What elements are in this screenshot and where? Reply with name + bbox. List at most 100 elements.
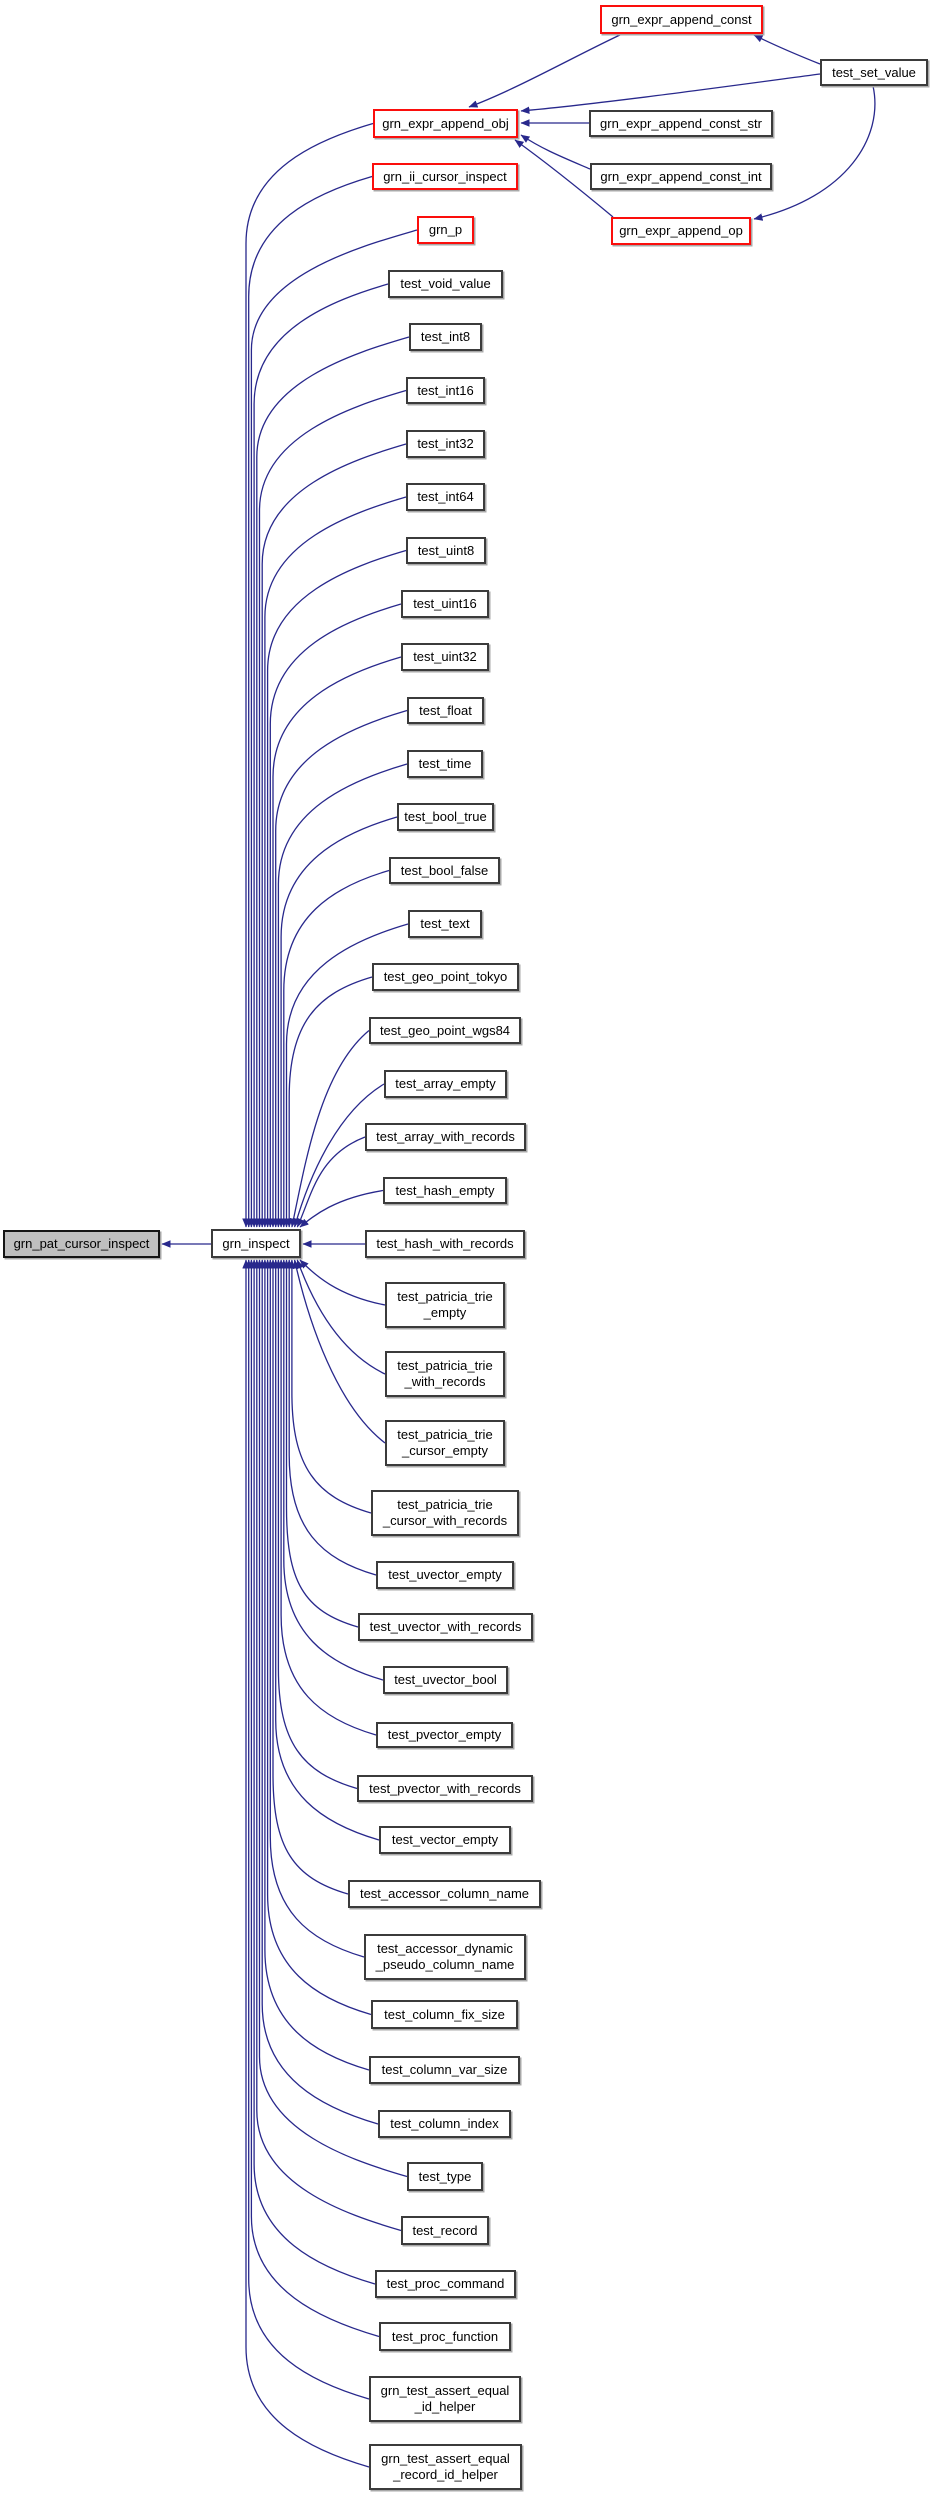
node-test_int64[interactable]: test_int64 — [406, 483, 485, 511]
node-grn_test_assert_equal_record_id_helper[interactable]: grn_test_assert_equal_record_id_helper — [369, 2444, 522, 2490]
edge-test_array_empty-to-grn_inspect — [293, 1083, 385, 1228]
node-test_bool_true[interactable]: test_bool_true — [397, 803, 494, 831]
edge-test_array_with_records-to-grn_inspect — [296, 1136, 366, 1228]
node-test_set_value[interactable]: test_set_value — [820, 59, 928, 86]
edge-test_uint32-to-grn_inspect — [269, 656, 402, 1228]
node-test_patricia_trie_cursor_empty[interactable]: test_patricia_trie_cursor_empty — [385, 1420, 505, 1466]
node-test_proc_function[interactable]: test_proc_function — [379, 2322, 511, 2351]
node-grn_ii_cursor_inspect[interactable]: grn_ii_cursor_inspect — [372, 163, 518, 190]
node-grn_expr_append_obj[interactable]: grn_expr_append_obj — [373, 109, 518, 138]
edge-grn_expr_append_op-to-grn_expr_append_obj — [514, 139, 614, 218]
node-grn_expr_append_const_int[interactable]: grn_expr_append_const_int — [590, 163, 772, 190]
node-test_int32[interactable]: test_int32 — [406, 430, 485, 458]
node-test_uvector_bool[interactable]: test_uvector_bool — [383, 1666, 508, 1694]
node-label-line: grn_pat_cursor_inspect — [13, 1236, 150, 1251]
edge-test_uint8-to-grn_inspect — [263, 549, 407, 1228]
node-label-line: test_uint8 — [417, 542, 475, 558]
edge-test_patricia_trie_cursor_with_records-to-grn_inspect — [288, 1259, 372, 1514]
node-test_accessor_dynamic_pseudo_column_name[interactable]: test_accessor_dynamic_pseudo_column_name — [364, 1934, 526, 1980]
node-test_time[interactable]: test_time — [407, 750, 483, 778]
edge-test_geo_point_tokyo-to-grn_inspect — [285, 976, 373, 1228]
node-label-line: test_patricia_trie — [397, 1497, 493, 1512]
edge-test_column_fix_size-to-grn_inspect — [263, 1259, 372, 2016]
edge-test_text-to-grn_inspect — [282, 923, 409, 1228]
edge-test_hash_empty-to-grn_inspect — [299, 1189, 384, 1228]
node-label-line: test_int32 — [417, 436, 474, 451]
node-label-line: _cursor_empty — [402, 1443, 488, 1458]
node-label-line: test_proc_function — [391, 2328, 499, 2344]
node-test_column_fix_size[interactable]: test_column_fix_size — [371, 2000, 518, 2029]
edge-test_column_index-to-grn_inspect — [258, 1259, 379, 2125]
node-test_geo_point_tokyo[interactable]: test_geo_point_tokyo — [372, 963, 519, 991]
edge-grn_test_assert_equal_record_id_helper-to-grn_inspect — [242, 1259, 370, 2468]
node-test_array_with_records[interactable]: test_array_with_records — [365, 1123, 526, 1151]
node-test_accessor_column_name[interactable]: test_accessor_column_name — [348, 1880, 541, 1908]
node-test_column_var_size[interactable]: test_column_var_size — [369, 2056, 520, 2084]
edge-test_set_value-to-grn_expr_append_obj — [520, 73, 821, 114]
node-label-line: test_set_value — [832, 64, 916, 80]
node-test_array_empty[interactable]: test_array_empty — [384, 1070, 507, 1098]
node-test_column_index[interactable]: test_column_index — [378, 2110, 511, 2138]
node-label-line: test_uint16 — [413, 596, 477, 611]
node-label-line: _cursor_with_records — [382, 1513, 508, 1528]
node-test_proc_command[interactable]: test_proc_command — [375, 2270, 516, 2298]
node-grn_expr_append_const_str[interactable]: grn_expr_append_const_str — [589, 110, 773, 137]
node-label-line: test_bool_false — [400, 862, 489, 878]
edge-test_set_value-to-grn_expr_append_const — [753, 34, 821, 65]
node-test_uvector_with_records[interactable]: test_uvector_with_records — [358, 1613, 533, 1641]
node-label-line: test_pvector_empty — [387, 1727, 502, 1742]
node-label-line: test_type — [418, 2168, 472, 2184]
node-test_vector_empty[interactable]: test_vector_empty — [379, 1826, 511, 1854]
node-label-line: grn_p — [428, 222, 463, 237]
edge-test_accessor_column_name-to-grn_inspect — [269, 1259, 349, 1895]
node-label-line: test_void_value — [400, 276, 491, 291]
node-test_patricia_trie_empty[interactable]: test_patricia_trie_empty — [385, 1282, 505, 1328]
node-label-line: grn_ii_cursor_inspect — [383, 168, 507, 184]
edge-test_uint16-to-grn_inspect — [266, 603, 402, 1228]
node-label-line: _record_id_helper — [393, 2467, 498, 2482]
edge-test_bool_true-to-grn_inspect — [277, 816, 398, 1228]
node-test_pvector_with_records[interactable]: test_pvector_with_records — [357, 1775, 533, 1802]
node-test_void_value[interactable]: test_void_value — [388, 270, 503, 298]
node-grn_expr_append_const[interactable]: grn_expr_append_const — [600, 5, 763, 34]
node-test_record[interactable]: test_record — [401, 2216, 489, 2245]
edge-test_patricia_trie_with_records-to-grn_inspect — [296, 1259, 386, 1375]
node-grn_test_assert_equal_id_helper[interactable]: grn_test_assert_equal_id_helper — [369, 2376, 521, 2422]
edge-test_proc_function-to-grn_inspect — [247, 1259, 380, 2338]
node-test_patricia_trie_with_records[interactable]: test_patricia_trie_with_records — [385, 1351, 505, 1397]
node-test_uint32[interactable]: test_uint32 — [401, 643, 489, 671]
node-label-line: test_array_with_records — [376, 1129, 515, 1144]
node-label-line: grn_expr_append_const_str — [600, 115, 762, 131]
node-test_pvector_empty[interactable]: test_pvector_empty — [376, 1722, 513, 1748]
edge-grn_expr_append_const-to-grn_expr_append_obj — [468, 33, 623, 108]
node-label-line: test_float — [419, 702, 472, 718]
node-test_uint16[interactable]: test_uint16 — [401, 590, 489, 618]
node-test_geo_point_wgs84[interactable]: test_geo_point_wgs84 — [369, 1017, 521, 1044]
node-test_float[interactable]: test_float — [407, 697, 484, 724]
edge-test_int32-to-grn_inspect — [258, 443, 407, 1228]
node-label-line: test_hash_empty — [395, 1182, 495, 1198]
edge-test_column_var_size-to-grn_inspect — [261, 1259, 370, 2071]
node-test_int16[interactable]: test_int16 — [406, 377, 485, 404]
edge-test_record-to-grn_inspect — [253, 1259, 402, 2232]
node-test_text[interactable]: test_text — [408, 910, 482, 938]
node-grn_p[interactable]: grn_p — [417, 216, 474, 244]
node-grn_expr_append_op[interactable]: grn_expr_append_op — [611, 217, 751, 245]
node-label-line: test_int16 — [417, 382, 474, 398]
node-test_bool_false[interactable]: test_bool_false — [389, 857, 500, 884]
node-test_hash_with_records[interactable]: test_hash_with_records — [365, 1230, 525, 1258]
node-test_uvector_empty[interactable]: test_uvector_empty — [376, 1561, 514, 1589]
node-test_uint8[interactable]: test_uint8 — [406, 537, 486, 564]
node-test_int8[interactable]: test_int8 — [409, 323, 482, 351]
node-test_type[interactable]: test_type — [407, 2162, 483, 2191]
node-label-line: test_column_fix_size — [384, 2006, 505, 2022]
node-grn_inspect[interactable]: grn_inspect — [211, 1229, 301, 1258]
node-test_hash_empty[interactable]: test_hash_empty — [383, 1177, 507, 1204]
node-label-line: test_column_var_size — [381, 2062, 508, 2077]
edge-test_proc_command-to-grn_inspect — [250, 1259, 376, 2285]
node-grn_pat_cursor_inspect: grn_pat_cursor_inspect — [3, 1230, 160, 1258]
node-label-line: test_proc_command — [386, 2276, 505, 2291]
node-test_patricia_trie_cursor_with_records[interactable]: test_patricia_trie_cursor_with_records — [371, 1490, 519, 1536]
node-label-line: test_column_index — [390, 2116, 499, 2131]
